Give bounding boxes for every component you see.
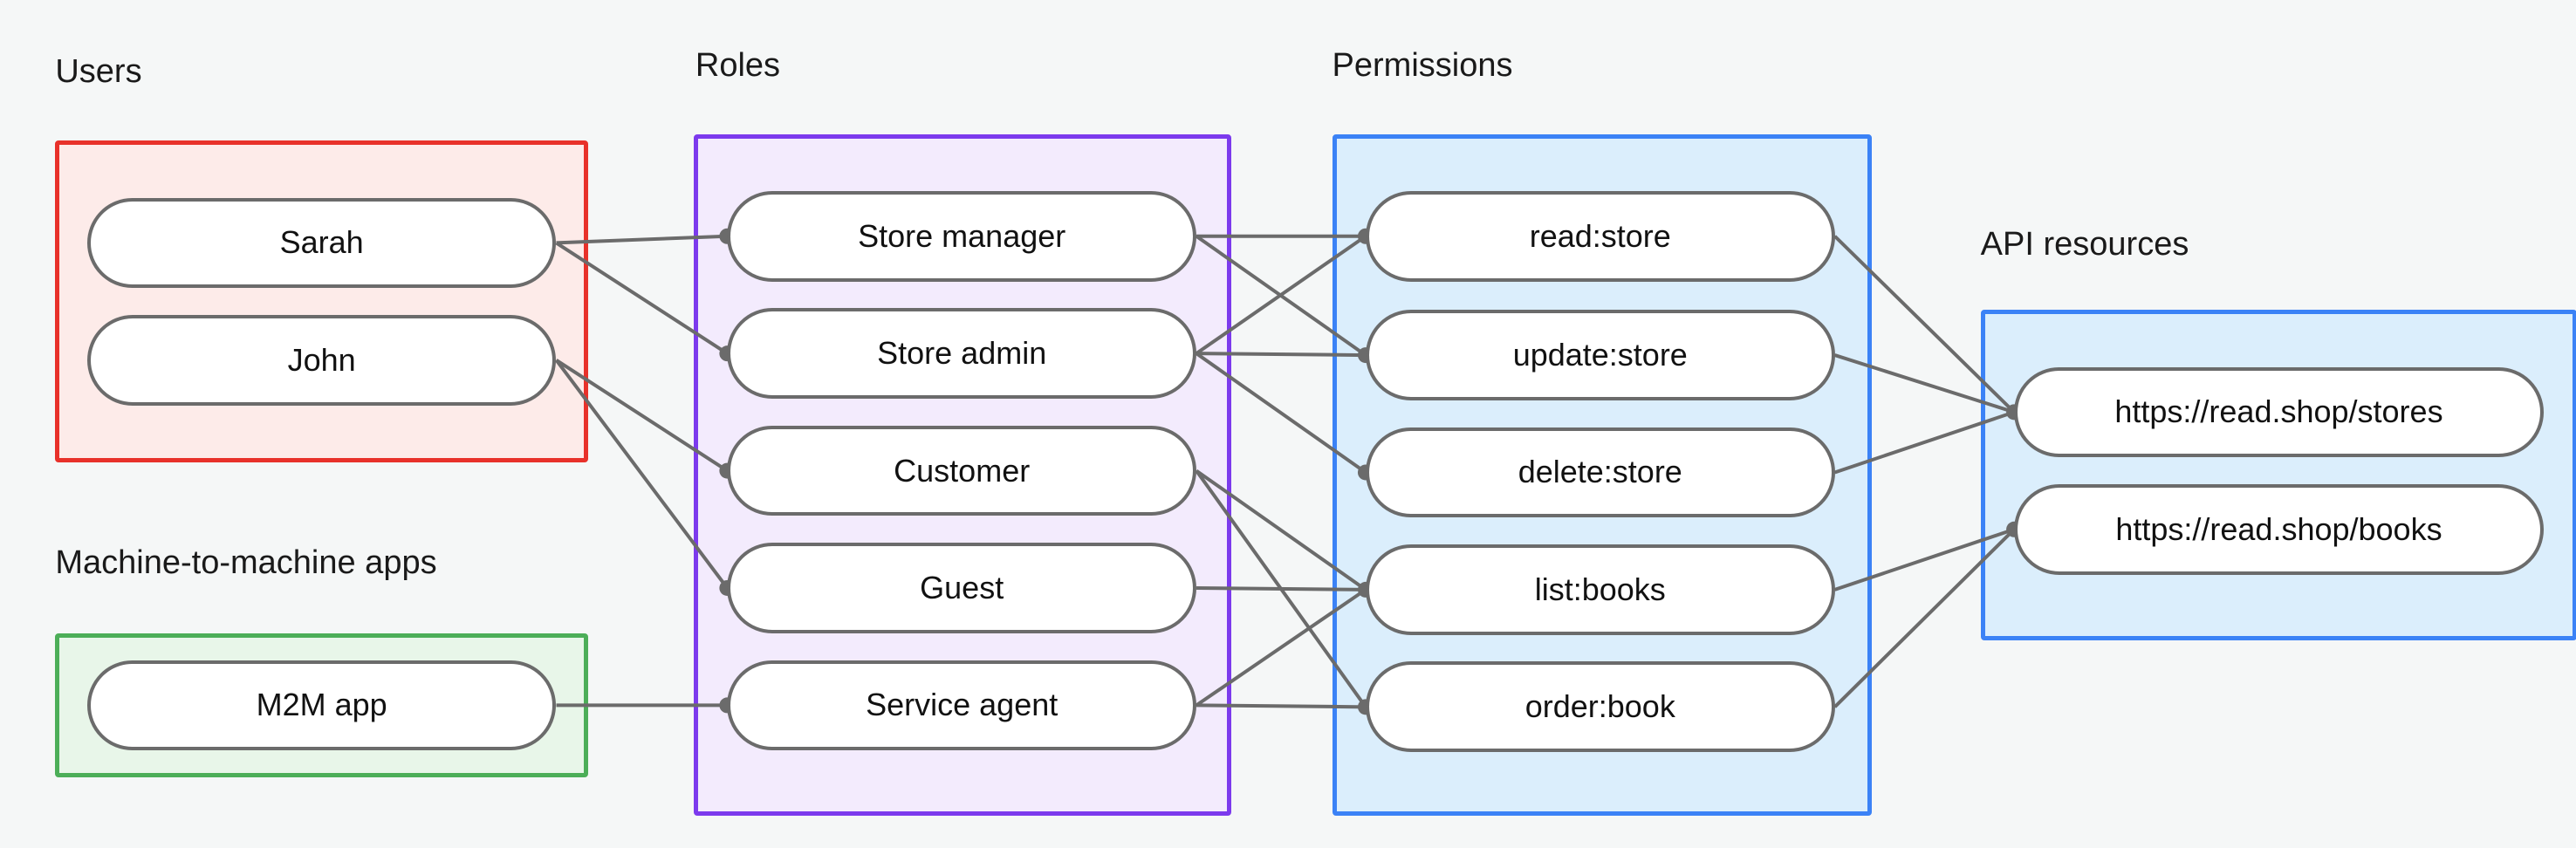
node-customer[interactable]: Customer — [727, 425, 1196, 516]
node-delete_store[interactable]: delete:store — [1365, 427, 1835, 518]
group-title-roles: Roles — [695, 46, 781, 84]
group-title-api: API resources — [1980, 226, 2189, 263]
node-res_stores[interactable]: https://read.shop/stores — [2014, 366, 2544, 458]
node-john[interactable]: John — [86, 314, 557, 406]
node-res_books[interactable]: https://read.shop/books — [2014, 483, 2544, 575]
node-list_books[interactable]: list:books — [1365, 544, 1835, 635]
node-store_admin[interactable]: Store admin — [727, 308, 1196, 399]
group-box-api — [1980, 310, 2576, 640]
node-order_book[interactable]: order:book — [1365, 661, 1835, 753]
group-title-permissions: Permissions — [1332, 46, 1513, 84]
node-update_store[interactable]: update:store — [1365, 310, 1835, 400]
node-m2m_app[interactable]: M2M app — [86, 660, 557, 751]
node-guest[interactable]: Guest — [727, 543, 1196, 633]
group-title-users: Users — [55, 53, 142, 91]
group-box-users — [55, 140, 588, 462]
node-read_store[interactable]: read:store — [1365, 190, 1835, 282]
node-svc_agent[interactable]: Service agent — [727, 660, 1196, 751]
group-title-m2m: Machine-to-machine apps — [55, 544, 437, 581]
node-sarah[interactable]: Sarah — [86, 197, 557, 289]
node-store_mgr[interactable]: Store manager — [727, 190, 1196, 282]
